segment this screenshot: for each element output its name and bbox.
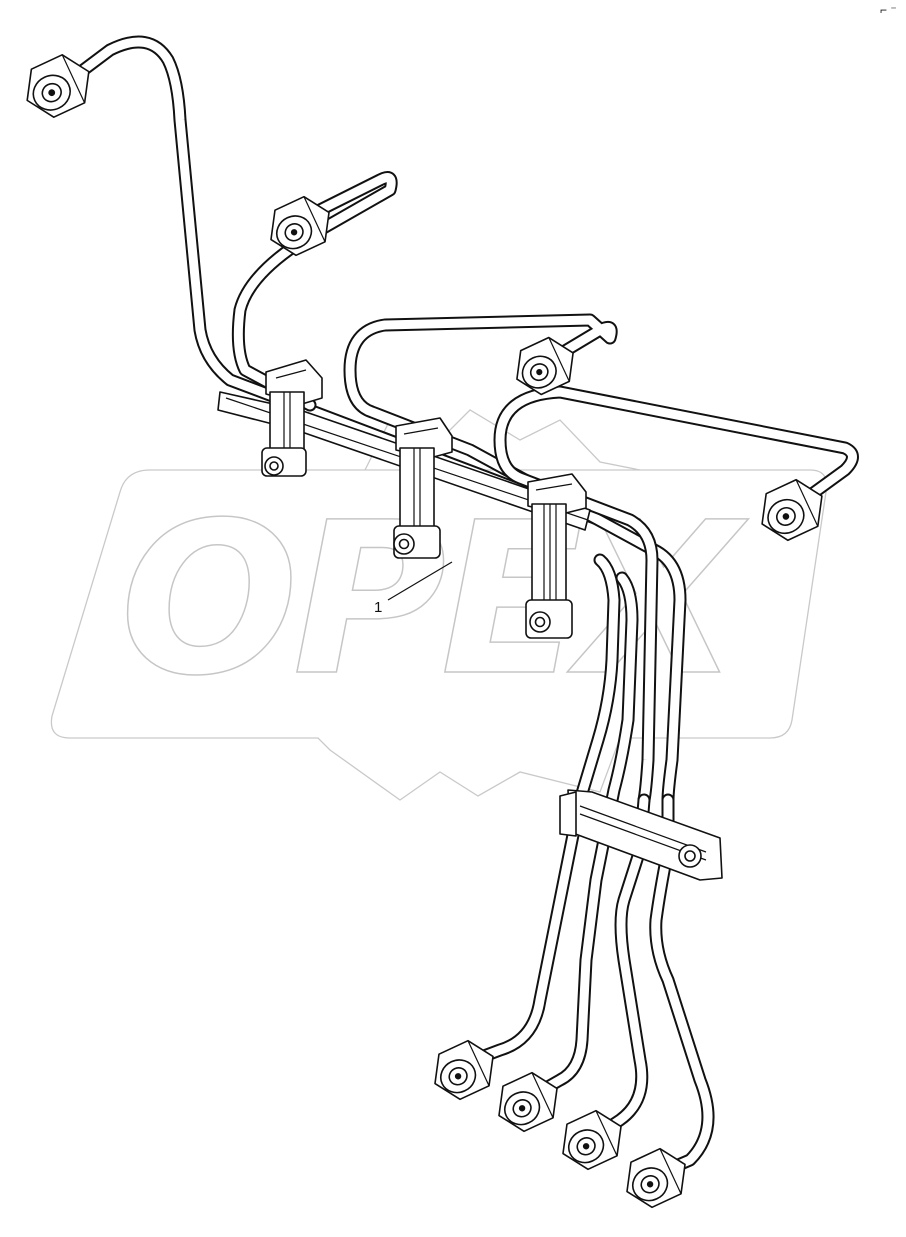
union-nut-1 (26, 53, 90, 119)
union-nut-6 (498, 1071, 558, 1133)
pipe-1 (63, 35, 607, 527)
pipe-low-1 (453, 553, 621, 1072)
pipe-low-2 (518, 571, 639, 1107)
union-nuts (26, 53, 823, 1209)
union-nut-8 (626, 1147, 686, 1209)
pipe-low-3 (583, 793, 651, 1147)
pipe-clamp-2 (393, 417, 453, 559)
pipe-low-4 (648, 793, 715, 1182)
pipe-4 (493, 385, 859, 807)
bundle-clamp (559, 789, 723, 881)
corner-mark: ⌐ ⁻ (880, 3, 897, 17)
union-nut-5 (434, 1039, 494, 1101)
union-nut-3 (516, 336, 574, 396)
callout-1-label: 1 (374, 599, 382, 616)
pipe-clamp-1 (261, 359, 323, 477)
pipe-3 (343, 313, 687, 807)
pipe-clamp-3 (525, 473, 587, 639)
union-nut-7 (562, 1109, 622, 1171)
union-nut-4 (761, 478, 823, 542)
injection-pipes (63, 35, 859, 1182)
union-nut-2 (270, 195, 330, 257)
callout-1: 1 (374, 561, 453, 616)
pipe-2 (231, 171, 398, 412)
